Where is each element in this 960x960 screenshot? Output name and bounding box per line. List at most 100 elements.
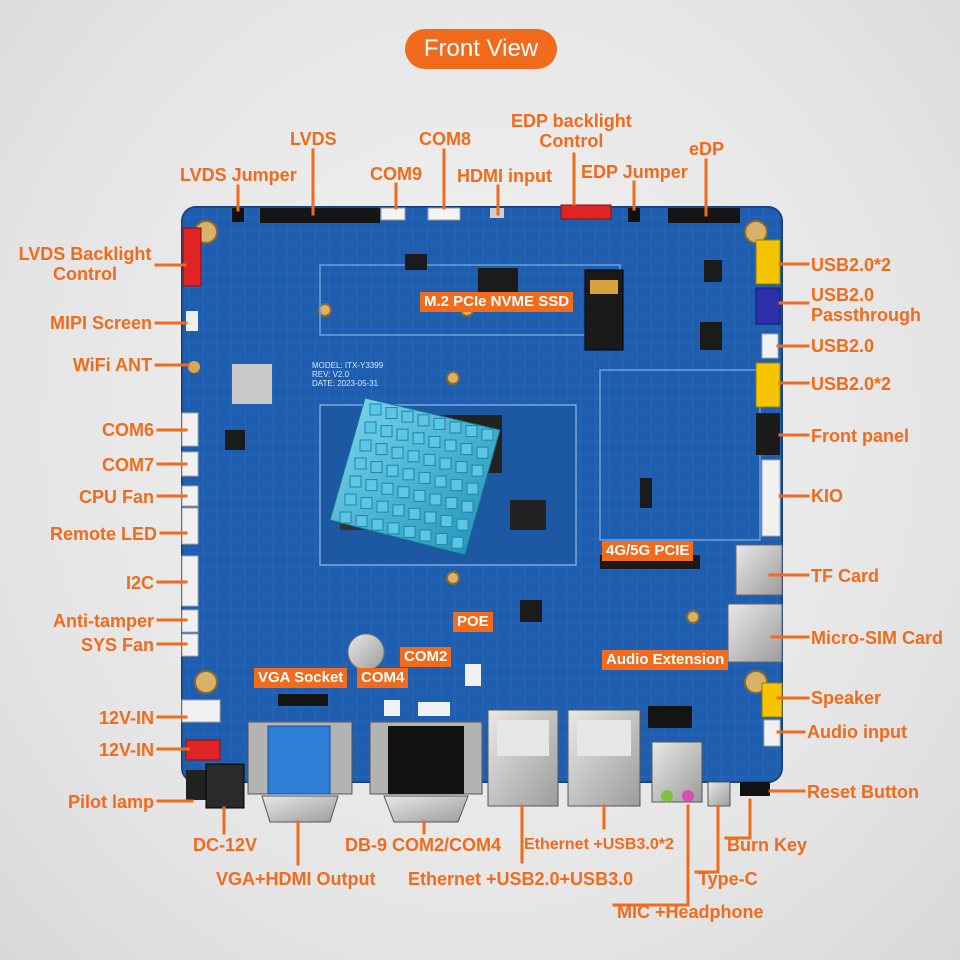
label-cpu-fan: CPU Fan	[78, 487, 154, 507]
label-type-c: Type-C	[698, 869, 758, 889]
label-audio-input: Audio input	[807, 722, 907, 742]
tag-4g5g-pcie: 4G/5G PCIE	[602, 541, 694, 561]
heatsink-fin	[449, 421, 462, 434]
label-12v-in-2: 12V-IN	[98, 740, 154, 760]
label-mipi-screen: MIPI Screen	[49, 313, 152, 333]
heatsink-fin	[461, 500, 474, 513]
heatsink-fin	[344, 493, 357, 506]
rtc-battery	[347, 633, 385, 671]
label-usb20-passthrough: USB2.0 Passthrough	[811, 285, 922, 325]
label-hdmi-input: HDMI input	[457, 166, 552, 186]
heatsink-fin	[440, 515, 453, 528]
heatsink-fin	[354, 457, 367, 470]
heatsink-fin	[355, 515, 368, 528]
heatsink-fin	[380, 425, 393, 438]
heatsink-fin	[481, 428, 494, 441]
heatsink-fin	[465, 425, 478, 438]
heatsink-fin	[433, 417, 446, 430]
edp-backlight-connector	[560, 204, 612, 220]
tf-card-slot	[735, 544, 783, 596]
heatsink-fin	[385, 407, 398, 420]
label-usb20x2-a: USB2.0*2	[811, 255, 892, 275]
heatsink-fin	[381, 482, 394, 495]
tag-poe: POE	[453, 612, 493, 632]
heatsink-fin	[359, 439, 372, 452]
heatsink-fin	[418, 471, 431, 484]
label-edp: eDP	[689, 139, 725, 159]
heatsink-fin	[455, 461, 468, 474]
label-com6: COM6	[101, 420, 154, 440]
heatsink-fin	[423, 453, 436, 466]
heatsink-fin	[369, 403, 382, 416]
heatsink-fin	[391, 446, 404, 459]
label-anti-tamper: Anti-tamper	[52, 611, 154, 631]
heatsink-fin	[424, 511, 437, 524]
heatsink-fin	[419, 529, 432, 542]
label-reset-button: Reset Button	[807, 782, 919, 802]
heatsink-fin	[376, 500, 389, 513]
label-usb20: USB2.0	[811, 336, 875, 356]
label-edp-backlight: EDP backlight Control	[511, 111, 632, 151]
heatsink-fin	[444, 439, 457, 452]
audio-jack-stack	[651, 741, 703, 803]
label-speaker: Speaker	[811, 688, 882, 708]
edp-header	[668, 208, 740, 223]
label-lvds: LVDS	[290, 129, 337, 149]
heatsink-fin	[460, 443, 473, 456]
label-front-panel: Front panel	[811, 426, 909, 446]
heatsink-fin	[435, 533, 448, 546]
heatsink-fin	[439, 457, 452, 470]
label-dc12v: DC-12V	[193, 835, 258, 855]
com9-connector	[380, 207, 406, 221]
label-com7: COM7	[101, 455, 154, 475]
label-db9: DB-9 COM2/COM4	[345, 835, 502, 855]
heatsink-fin	[413, 489, 426, 502]
heatsink-fin	[396, 428, 409, 441]
heatsink-fin	[428, 435, 441, 448]
heatsink-fin	[339, 511, 352, 524]
heatsink-fin	[476, 446, 489, 459]
tag-m2-ssd: M.2 PCIe NVME SSD	[420, 292, 574, 312]
heatsink-fin	[429, 493, 442, 506]
heatsink-fin	[434, 475, 447, 488]
heatsink	[329, 397, 501, 556]
heatsink-fin	[370, 461, 383, 474]
heatsink-fin	[402, 468, 415, 481]
label-mic-headphone: MIC +Headphone	[617, 902, 764, 922]
dc-jack	[205, 763, 245, 809]
heatsink-fin	[471, 464, 484, 477]
type-c-port	[707, 781, 731, 807]
page-title: Front View	[405, 29, 557, 69]
heatsink-fin	[387, 522, 400, 535]
heatsink-fin	[392, 504, 405, 517]
heatsink-fin	[407, 450, 420, 463]
heatsink-fin	[456, 518, 469, 531]
lvds-jumper-header	[232, 208, 244, 222]
heatsink-fin	[408, 507, 421, 520]
label-burn-key: Burn Key	[727, 835, 808, 855]
label-lvds-jumper: LVDS Jumper	[180, 165, 297, 185]
label-pilot-lamp: Pilot lamp	[67, 792, 154, 812]
tag-vga-socket: VGA Socket	[254, 668, 348, 688]
heatsink-fin	[365, 479, 378, 492]
heatsink-fin	[371, 518, 384, 531]
leader-line	[694, 804, 720, 874]
heatsink-fin	[450, 479, 463, 492]
heatsink-fin	[401, 410, 414, 423]
edp-jumper-header	[628, 208, 640, 222]
label-vga-hdmi-output: VGA+HDMI Output	[216, 869, 376, 889]
label-eth-usb20-usb30: Ethernet +USB2.0+USB3.0	[408, 869, 634, 889]
heatsink-fin	[397, 486, 410, 499]
label-eth-usb30x2: Ethernet +USB3.0*2	[524, 836, 674, 853]
heatsink-fin	[445, 497, 458, 510]
heatsink-fin	[349, 475, 362, 488]
heatsink-fin	[466, 482, 479, 495]
heatsink-fin	[403, 525, 416, 538]
board-date-text: DATE: 2023-05-31	[312, 379, 379, 388]
label-wifi-ant: WiFi ANT	[72, 355, 152, 375]
board-model-text: MODEL: ITX-Y3399	[312, 361, 384, 370]
lvds-header	[260, 208, 380, 223]
label-kio: KIO	[811, 486, 844, 506]
label-remote-led: Remote LED	[49, 524, 157, 544]
